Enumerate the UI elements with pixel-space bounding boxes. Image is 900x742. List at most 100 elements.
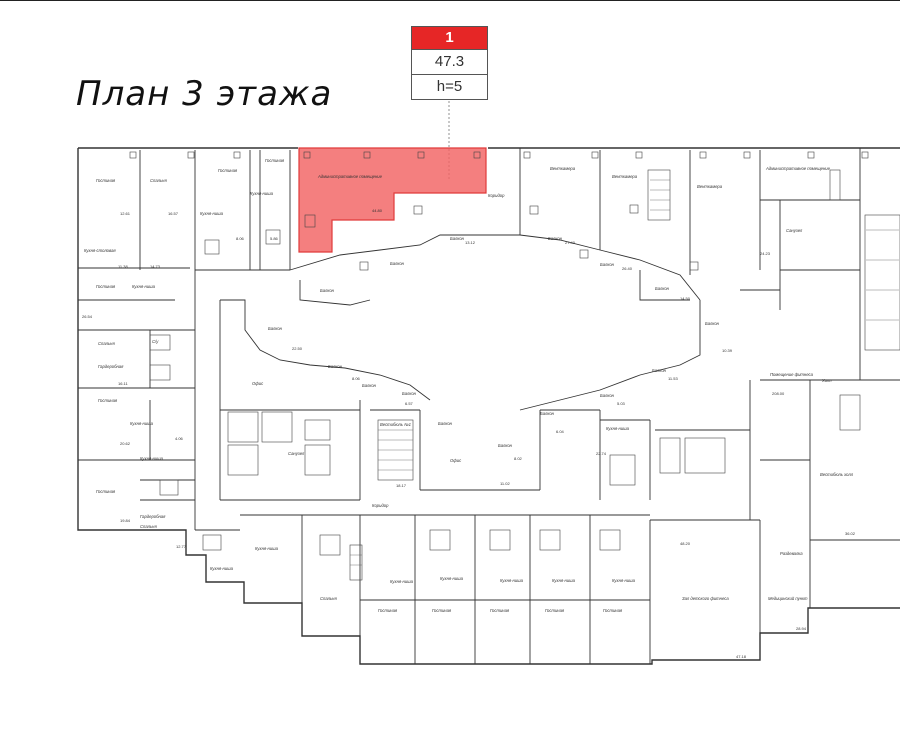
room-label-living-4: Гостиная (96, 284, 116, 289)
room-label-corridor-top: Коридор (488, 193, 505, 198)
area-27: 22.74 (596, 451, 607, 456)
room-label-living-6: Гостиная (96, 489, 116, 494)
room-label-bedroom-2: Спальня (98, 341, 115, 346)
room-label-living-1: Гостиная (96, 178, 116, 183)
area-24: 8.02 (514, 456, 523, 461)
room-label-admin-right: Административное помещение (765, 166, 831, 171)
area-17: 27.40 (565, 240, 576, 245)
room-label-hall-small: Холл (821, 378, 832, 383)
area-1: 12.61 (120, 211, 131, 216)
area-26: 11.02 (500, 481, 510, 486)
room-label-vent-3: Венткамера (697, 184, 723, 189)
unit-legend: 1 47.3 h=5 (411, 26, 488, 100)
area-31: 36.02 (845, 531, 856, 536)
room-label-vent-1: Венткамера (550, 166, 576, 171)
room-label-bedroom-3: Спальня (140, 524, 157, 529)
room-label-living-10: Гостиная (545, 608, 565, 613)
area-7: 26.54 (82, 314, 93, 319)
room-label-living-7: Гостиная (378, 608, 398, 613)
area-8: 16.11 (118, 381, 128, 386)
area-13: 22.50 (292, 346, 303, 351)
room-label-kitchen-3: Кухня-ниша (132, 284, 156, 289)
area-16: 13.12 (465, 240, 476, 245)
room-label-kitchen-6: Кухня-ниша (210, 566, 234, 571)
room-label-kitchen-living: Кухня-столовая (84, 248, 116, 253)
stairs (350, 179, 899, 566)
room-label-balcony-11: Балкон (540, 411, 555, 416)
top-frame-line (0, 0, 900, 1)
room-label-balcony-5: Балкон (320, 288, 335, 293)
room-label-balcony-14: Балкон (328, 364, 343, 369)
room-label-balcony-15: Балкон (362, 383, 377, 388)
room-label-balcony-2: Балкон (548, 236, 563, 241)
interior-walls (78, 148, 900, 664)
area-14: 8.06 (352, 376, 361, 381)
room-label-living-2: Гостиная (218, 168, 238, 173)
room-label-balcony-10: Балкон (600, 393, 615, 398)
area-18: 26.40 (622, 266, 633, 271)
room-label-game-hall: Зал детского фитнеса (682, 596, 729, 601)
area-19: 14.50 (680, 296, 691, 301)
room-label-living-5: Гостиная (98, 398, 118, 403)
room-label-living-11: Гостиная (603, 608, 623, 613)
room-label-office-2: Офис (450, 458, 462, 463)
room-label-bedroom-1: Спальня (150, 178, 167, 183)
room-label-balcony-16: Балкон (402, 391, 417, 396)
room-label-balcony-12: Балкон (438, 421, 453, 426)
room-label-bath-right: Санузел (786, 228, 803, 233)
area-2: 16.57 (168, 211, 179, 216)
area-10: 4.06 (175, 436, 184, 441)
room-label-kitchen-2: Кухня-ниша (250, 191, 274, 196)
room-label-balcony-9: Балкон (652, 368, 667, 373)
area-11: 19.84 (120, 518, 131, 523)
room-label-vent-2: Венткамера (612, 174, 638, 179)
room-label-balcony-6: Балкон (268, 326, 283, 331)
room-label-dressing: Раздевалка (780, 551, 803, 556)
area-25: 18.17 (396, 483, 407, 488)
room-label-kitchen-11: Кухня-ниша (552, 578, 576, 583)
area-32: 28.94 (796, 626, 807, 631)
room-label-corridor-bottom: Коридор (372, 503, 389, 508)
room-label-balcony-7: Балкон (655, 286, 670, 291)
unit-number: 1 (412, 27, 487, 49)
room-label-bedroom-4: Спальня (320, 596, 337, 601)
room-label-kitchen-8: Кухня-ниша (390, 579, 414, 584)
area-29: 47.18 (736, 654, 747, 659)
room-label-living-8: Гостиная (432, 608, 452, 613)
area-15: 6.57 (405, 401, 414, 406)
highlighted-unit[interactable] (298, 147, 487, 253)
room-label-balcony-1: Балкон (450, 236, 465, 241)
room-label-wardrobe-1: Гардеробная (98, 364, 124, 369)
room-label-kitchen-5: Кухня-ниша (140, 456, 164, 461)
room-label-balcony-4: Балкон (390, 261, 405, 266)
room-label-kitchen-10: Кухня-ниша (500, 578, 524, 583)
room-label-fitness: Помещение фитнеса (770, 372, 814, 377)
area-23: 6.04 (556, 429, 565, 434)
room-area-admin: 44.80 (372, 208, 383, 213)
unit-area: 47.3 (412, 49, 487, 74)
area-33: 24.23 (760, 251, 771, 256)
area-12: 12.77 (176, 544, 187, 549)
room-label-office: Офис (252, 381, 264, 386)
fixtures (129, 151, 900, 581)
area-9: 20.62 (120, 441, 131, 446)
room-label-living-9: Гостиная (490, 608, 510, 613)
room-label-balcony-8: Балкон (705, 321, 720, 326)
area-5: 8.06 (236, 236, 245, 241)
building-outline (77, 147, 900, 665)
room-label-med-room: Медицинский пункт (768, 596, 808, 601)
area-4: 14.73 (150, 264, 161, 269)
area-30: 208.00 (772, 391, 785, 396)
room-label-sanitary-center: Санузел (288, 451, 305, 456)
unit-height: h=5 (412, 74, 487, 99)
room-label-balcony-3: Балкон (600, 262, 615, 267)
room-label-balcony-13: Балкон (498, 443, 513, 448)
room-label-kitchen-12: Кухня-ниша (612, 578, 636, 583)
area-3: 11.38 (118, 264, 128, 269)
room-label-living-3: Гостиная (265, 158, 285, 163)
room-label-hall: Вестибюль №1 (380, 422, 411, 427)
room-label-wardrobe-2: Гардеробная (140, 514, 166, 519)
page-title: План 3 этажа (76, 74, 333, 114)
room-label-admin: Административное помещение (317, 174, 383, 179)
